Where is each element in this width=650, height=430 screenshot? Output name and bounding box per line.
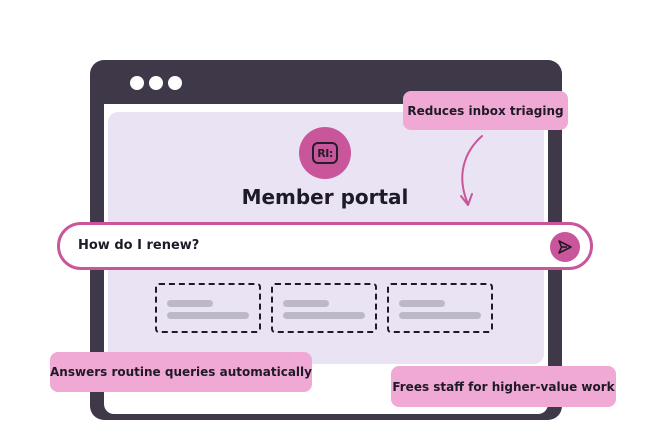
window-dot-icon[interactable] [168, 76, 182, 90]
search-input[interactable]: How do I renew? [78, 238, 200, 253]
portal-logo: RI: [299, 127, 351, 179]
window-controls [130, 76, 182, 90]
placeholder-line [399, 300, 445, 307]
page-title: Member portal [241, 185, 409, 209]
window-dot-icon[interactable] [130, 76, 144, 90]
placeholder-card [155, 283, 261, 333]
placeholder-line [399, 312, 481, 319]
window-dot-icon[interactable] [149, 76, 163, 90]
placeholder-line [283, 312, 365, 319]
callout-staff: Frees staff for higher-value work [391, 366, 616, 407]
curved-arrow-icon [460, 135, 483, 206]
placeholder-card [271, 283, 377, 333]
search-bar[interactable]: How do I renew? [57, 222, 593, 270]
send-button[interactable] [550, 232, 580, 262]
placeholder-line [167, 300, 213, 307]
send-icon [558, 240, 572, 254]
placeholder-line [167, 312, 249, 319]
placeholder-card [387, 283, 493, 333]
callout-routine: Answers routine queries automatically [50, 352, 312, 392]
logo-text: RI: [312, 142, 338, 164]
placeholder-line [283, 300, 329, 307]
callout-inbox: Reduces inbox triaging [403, 91, 568, 130]
